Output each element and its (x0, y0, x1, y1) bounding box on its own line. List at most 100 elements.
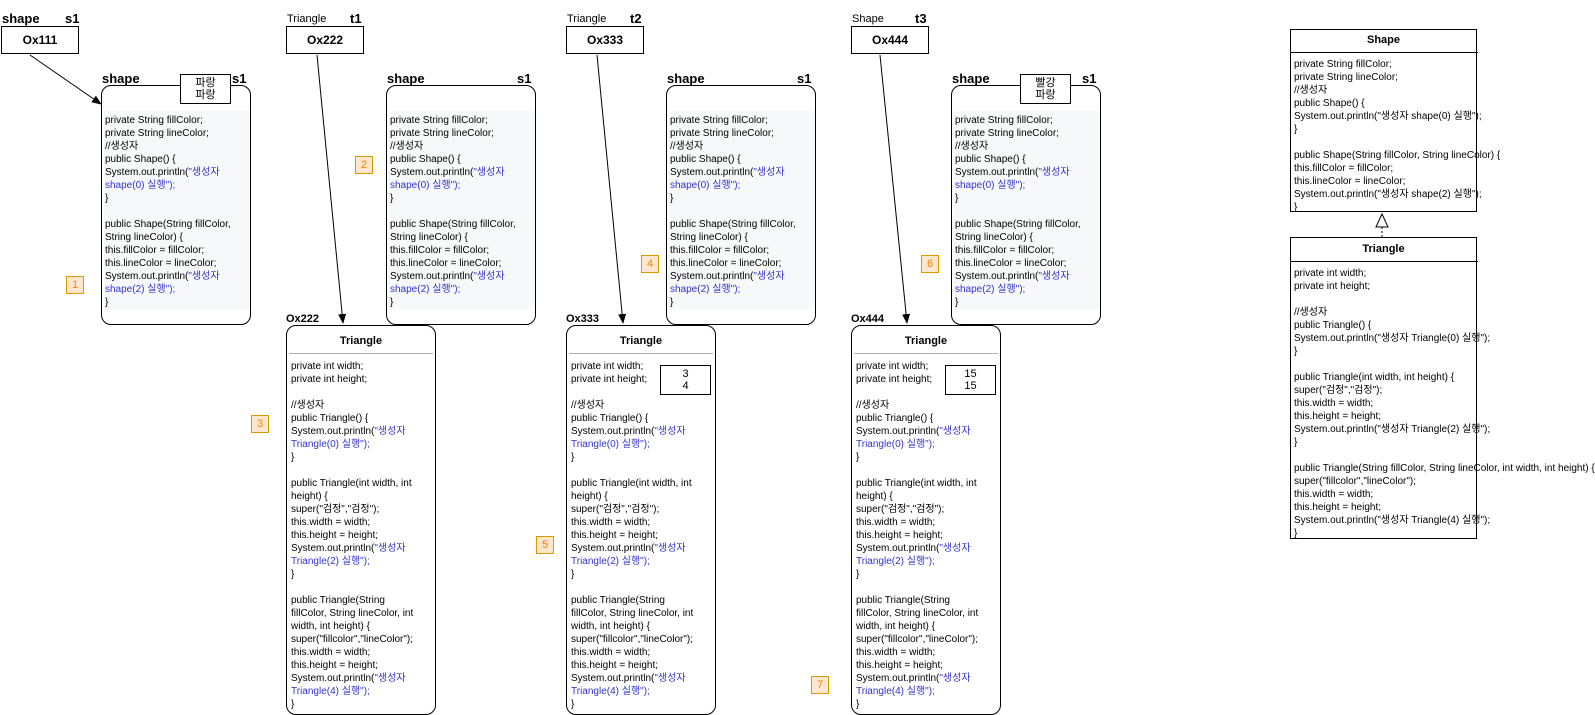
triangle-object-3-address: Ox444 (851, 313, 885, 325)
uml-code-line: super("fillcolor","lineColor"); (1294, 476, 1417, 487)
ref-s1-var: s1 (65, 11, 80, 26)
field-width-value: 3 (682, 368, 689, 380)
uml-triangle-body: private int width;private int height;//생… (1294, 267, 1595, 540)
triangle-object-2: Triangle private int width; private int … (566, 325, 716, 715)
uml-code-line: } (1294, 124, 1298, 135)
uml-code-line: } (1294, 346, 1298, 357)
ref-s1-type: shape (2, 11, 40, 26)
shape-object-4: private String fillColor; private String… (951, 85, 1101, 325)
arrow-s1-to-shape (29, 54, 102, 105)
uml-code-line: this.width = width; (1294, 489, 1374, 500)
triangle-object-1-address: Ox222 (286, 313, 320, 325)
ref-t1-address: Ox222 (286, 26, 364, 54)
uml-code-line: public Triangle(int width, int height) { (1294, 372, 1455, 383)
uml-code-line: public Shape() { (1294, 98, 1365, 109)
shape-object-4-title: shape (952, 71, 990, 86)
step-marker-7: 7 (811, 676, 829, 694)
ref-t1-var: t1 (350, 11, 362, 26)
triangle-object-3-field-values: 15 15 (945, 365, 996, 395)
ref-t3-address: Ox444 (851, 26, 929, 54)
uml-shape-class: Shape private String fillColor;private S… (1290, 29, 1500, 213)
field-linecolor-value: 파랑 (1035, 89, 1056, 101)
ref-t1-type: Triangle (287, 13, 327, 25)
uml-code-line: this.height = height; (1294, 502, 1382, 513)
uml-code-line: public Triangle() { (1294, 320, 1372, 331)
uml-triangle-class: Triangle private int width; private int h… (1290, 237, 1595, 539)
uml-code-line: } (1294, 202, 1298, 213)
uml-code-line: } (1294, 528, 1298, 539)
triangle-object-header: Triangle (904, 335, 948, 347)
header-separator (854, 353, 998, 354)
triangle-code: private int width; private int height; /… (291, 361, 414, 710)
uml-inheritance-triangle (1375, 212, 1389, 228)
shape-object-4-field-values: 빨강 파랑 (1020, 74, 1071, 104)
header-separator (289, 353, 433, 354)
triangle-object-2-field-values: 3 4 (660, 365, 711, 395)
uml-code-line: System.out.println("생성자 Triangle(0) 실행")… (1294, 333, 1491, 344)
step-marker-6: 6 (921, 255, 939, 273)
uml-code-line: System.out.println("생성자 Triangle(4) 실행")… (1294, 515, 1491, 526)
triangle-object-header: Triangle (619, 335, 663, 347)
step-marker-1: 1 (66, 276, 84, 294)
triangle-object-1: Triangle private int width; private int … (286, 325, 436, 715)
uml-code-line (1294, 358, 1595, 371)
uml-code-line: this.lineColor = lineColor; (1294, 176, 1406, 187)
arrow-t2-to-triangle (596, 54, 627, 324)
shape-code: private String fillColor; private String… (670, 115, 796, 308)
shape-code: private String fillColor; private String… (105, 115, 231, 308)
uml-shape-body: private String fillColor;private String … (1294, 58, 1500, 214)
uml-shape-separator (1291, 52, 1478, 53)
field-height-value: 15 (964, 380, 977, 392)
shape-object-2: private String fillColor; private String… (386, 85, 536, 325)
triangle-object-header: Triangle (339, 335, 383, 347)
shape-code: private String fillColor; private String… (955, 115, 1081, 308)
uml-code-line: //생성자 (1294, 85, 1328, 96)
uml-code-line (1294, 293, 1595, 306)
arrow-t1-to-triangle (316, 54, 347, 324)
ref-t2-address: Ox333 (566, 26, 644, 54)
field-height-value: 4 (682, 380, 689, 392)
field-width-value: 15 (964, 368, 977, 380)
ref-t2-type: Triangle (567, 13, 607, 25)
field-fillcolor-value: 파랑 (195, 77, 216, 89)
header-separator (569, 353, 713, 354)
shape-object-1: private String fillColor; private String… (101, 85, 251, 325)
step-marker-4: 4 (641, 255, 659, 273)
shape-object-3: private String fillColor; private String… (666, 85, 816, 325)
code-background (954, 111, 1100, 309)
uml-triangle-separator (1291, 261, 1478, 262)
uml-code-line: private String fillColor; (1294, 59, 1392, 70)
uml-code-line: this.fillColor = fillColor; (1294, 163, 1394, 174)
uml-code-line: System.out.println("생성자 shape(0) 실행"); (1294, 111, 1482, 122)
shape-object-1-field-values: 파랑 파랑 (180, 74, 231, 104)
ref-t2-var: t2 (630, 11, 642, 26)
ref-t3-type: Shape (852, 13, 884, 25)
uml-code-line: private int width; (1294, 268, 1367, 279)
shape-object-3-var: s1 (797, 71, 812, 86)
uml-code-line: System.out.println("생성자 Triangle(2) 실행")… (1294, 424, 1491, 435)
uml-code-line: this.height = height; (1294, 411, 1382, 422)
shape-code: private String fillColor; private String… (390, 115, 516, 308)
field-linecolor-value: 파랑 (195, 89, 216, 101)
triangle-object-2-address: Ox333 (566, 313, 600, 325)
shape-object-1-title: shape (102, 71, 140, 86)
uml-code-line: } (1294, 437, 1298, 448)
uml-code-line: System.out.println("생성자 shape(2) 실행"); (1294, 189, 1482, 200)
triangle-code: private int width; private int height; /… (571, 361, 694, 710)
step-marker-2: 2 (355, 156, 373, 174)
step-marker-3: 3 (251, 415, 269, 433)
shape-object-2-title: shape (387, 71, 425, 86)
code-background (389, 111, 535, 309)
shape-object-1-var: s1 (232, 71, 247, 86)
uml-code-line: this.width = width; (1294, 398, 1374, 409)
ref-t3-var: t3 (915, 11, 927, 26)
uml-code-line: public Shape(String fillColor, String li… (1294, 150, 1501, 161)
uml-triangle-title: Triangle (1362, 243, 1405, 255)
ref-s1-address: Ox111 (1, 26, 79, 54)
arrow-t3-to-triangle (879, 54, 911, 324)
shape-object-3-title: shape (667, 71, 705, 86)
uml-code-line: private int height; (1294, 281, 1371, 292)
uml-shape-title: Shape (1366, 34, 1400, 46)
triangle-code: private int width; private int height; /… (856, 361, 979, 710)
uml-code-line: public Triangle(String fillColor, String… (1294, 463, 1595, 474)
